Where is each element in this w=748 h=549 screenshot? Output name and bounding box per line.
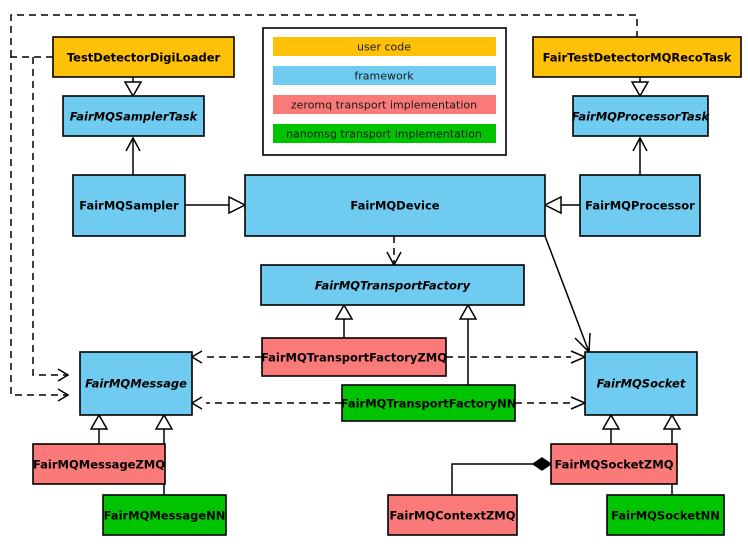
edge-socketzmq-contextzmq [451, 463, 534, 495]
node-FairMQSocketNN[interactable]: FairMQSocketNN [606, 494, 725, 536]
node-box-FairMQTransportFactoryZMQ[interactable] [261, 337, 447, 377]
arrowhead-factorynn-socket [570, 396, 587, 410]
node-FairMQMessage[interactable]: FairMQMessage [79, 351, 193, 416]
node-label-FairMQSocket: FairMQSocket [597, 377, 686, 391]
node-FairMQSamplerTask[interactable]: FairMQSamplerTask [62, 95, 205, 137]
node-FairMQTransportFactory[interactable]: FairMQTransportFactory [260, 264, 525, 306]
node-FairMQProcessorTask[interactable]: FairMQProcessorTask [572, 95, 711, 137]
node-box-FairMQSocketNN[interactable] [606, 494, 725, 536]
node-FairMQSocketZMQ[interactable]: FairMQSocketZMQ [550, 443, 678, 485]
node-box-FairMQTransportFactory[interactable] [260, 264, 525, 306]
node-box-FairMQMessageZMQ[interactable] [32, 443, 166, 485]
diamond-socketzmq-contextzmq [531, 457, 553, 471]
node-box-FairMQMessageNN[interactable] [102, 494, 227, 536]
node-box-FairMQProcessor[interactable] [579, 174, 701, 237]
arrowhead-socketnn-socket [662, 413, 682, 430]
node-FairMQSocket[interactable]: FairMQSocket [584, 351, 698, 416]
node-label-FairMQDevice: FairMQDevice [350, 199, 439, 213]
arrowhead-sampler-device [228, 195, 247, 215]
arrowhead-sampler-samplertask [125, 136, 141, 152]
node-label-FairMQMessage: FairMQMessage [85, 377, 187, 391]
arrowhead-factorynn-message [190, 396, 203, 410]
arrowhead-messagezmq-message [89, 413, 109, 430]
arrowhead-digiloader-samplertask [123, 81, 143, 98]
node-label-FairMQProcessorTask: FairMQProcessorTask [572, 110, 711, 124]
node-FairMQMessageNN[interactable]: FairMQMessageNN [102, 494, 227, 536]
node-box-FairMQContextZMQ[interactable] [387, 494, 518, 536]
node-box-FairMQSocketZMQ[interactable] [550, 443, 678, 485]
node-box-FairMQSampler[interactable] [72, 174, 186, 237]
node-box-FairMQProcessorTask[interactable] [572, 95, 709, 137]
legend-swatch-framework [273, 66, 496, 85]
arrowhead-processor-device [543, 195, 562, 215]
node-label-FairMQSocketNN: FairMQSocketNN [611, 509, 720, 523]
legend-swatch-user-code [273, 37, 496, 56]
node-label-FairMQContextZMQ: FairMQContextZMQ [389, 509, 515, 523]
arrowhead-socketzmq-socket [601, 413, 621, 430]
node-label-FairMQMessageZMQ: FairMQMessageZMQ [33, 458, 165, 472]
node-FairMQContextZMQ[interactable]: FairMQContextZMQ [387, 494, 518, 536]
node-box-FairMQSocket[interactable] [584, 351, 698, 416]
node-label-FairTestDetectorMQRecoTask: FairTestDetectorMQRecoTask [543, 51, 732, 65]
arrowhead-processor-processortask [632, 136, 648, 152]
node-box-FairMQTransportFactoryNN[interactable] [341, 384, 516, 422]
legend-label-framework: framework [354, 70, 414, 83]
node-label-FairMQSocketZMQ: FairMQSocketZMQ [555, 458, 674, 472]
legend: user code framework zeromq transport imp… [262, 27, 507, 156]
edge-digiloader-uses-message-rail [10, 56, 68, 396]
node-FairMQDevice[interactable]: FairMQDevice [244, 174, 546, 237]
node-box-TestDetectorDigiLoader[interactable] [52, 36, 235, 78]
node-TestDetectorDigiLoader[interactable]: TestDetectorDigiLoader [52, 36, 235, 78]
arrowhead-factoryzmq-socket [570, 350, 587, 364]
arrowhead-factorynn-factory [458, 303, 478, 320]
node-FairMQSampler[interactable]: FairMQSampler [72, 174, 186, 237]
legend-swatch-zeromq [273, 95, 496, 114]
arrowhead-recotask-processortask [630, 81, 650, 98]
legend-label-nanomsg: nanomsg transport implementation [286, 128, 482, 141]
node-layer: TestDetectorDigiLoader FairMQSamplerTask… [32, 36, 742, 536]
node-FairTestDetectorMQRecoTask[interactable]: FairTestDetectorMQRecoTask [532, 36, 742, 78]
node-label-TestDetectorDigiLoader: TestDetectorDigiLoader [67, 51, 221, 65]
node-label-FairMQProcessor: FairMQProcessor [585, 199, 695, 213]
edge-recotask-uses-message-rail [10, 14, 638, 57]
node-label-FairMQMessageNN: FairMQMessageNN [104, 509, 226, 523]
legend-swatch-nanomsg [273, 124, 496, 143]
node-label-FairMQTransportFactoryZMQ: FairMQTransportFactoryZMQ [261, 351, 447, 365]
edge-device-socket [544, 235, 590, 353]
node-label-FairMQSampler: FairMQSampler [79, 199, 179, 213]
node-label-FairMQTransportFactoryNN: FairMQTransportFactoryNN [341, 397, 517, 411]
arrowhead-factoryzmq-message [190, 350, 203, 364]
node-FairMQTransportFactoryZMQ[interactable]: FairMQTransportFactoryZMQ [261, 337, 447, 377]
edge-recotask-uses-message-inner-rail [32, 57, 68, 376]
legend-label-user-code: user code [357, 41, 411, 54]
node-label-FairMQTransportFactory: FairMQTransportFactory [315, 279, 471, 293]
node-FairMQMessageZMQ[interactable]: FairMQMessageZMQ [32, 443, 166, 485]
legend-label-zeromq: zeromq transport implementation [291, 99, 477, 112]
arrowhead-digiloader-message [57, 388, 70, 402]
arrowhead-messagenn-message [154, 413, 174, 430]
arrowhead-recotask-message [57, 368, 70, 382]
node-box-FairMQMessage[interactable] [79, 351, 193, 416]
node-FairMQProcessor[interactable]: FairMQProcessor [579, 174, 701, 237]
node-box-FairTestDetectorMQRecoTask[interactable] [532, 36, 742, 78]
node-box-FairMQSamplerTask[interactable] [62, 95, 205, 137]
node-box-FairMQDevice[interactable] [244, 174, 546, 237]
node-FairMQTransportFactoryNN[interactable]: FairMQTransportFactoryNN [341, 384, 517, 422]
arrowhead-factoryzmq-factory [334, 303, 354, 320]
node-label-FairMQSamplerTask: FairMQSamplerTask [70, 110, 199, 124]
